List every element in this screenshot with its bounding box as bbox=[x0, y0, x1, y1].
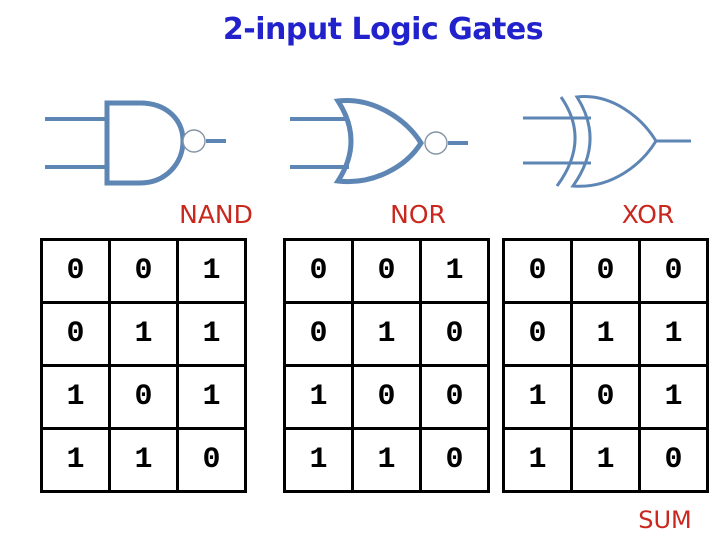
nand-truth-table: 0 0 1 0 1 1 1 0 1 1 1 0 bbox=[40, 238, 247, 493]
table-row: 0 0 0 bbox=[502, 238, 709, 304]
nor-label: NOR bbox=[390, 200, 446, 229]
table-row: 0 1 0 bbox=[283, 301, 490, 367]
truth-table-cell: 0 bbox=[351, 364, 422, 430]
table-row: 0 1 1 bbox=[502, 301, 709, 367]
xor-gate-icon bbox=[523, 95, 691, 188]
truth-table-cell: 1 bbox=[570, 301, 641, 367]
truth-table-cell: 1 bbox=[638, 364, 709, 430]
table-row: 0 0 1 bbox=[283, 238, 490, 304]
truth-table-cell: 0 bbox=[638, 238, 709, 304]
truth-table-cell: 1 bbox=[502, 427, 573, 493]
truth-table-cell: 1 bbox=[40, 427, 111, 493]
nand-gate-icon bbox=[45, 100, 226, 186]
truth-table-cell: 1 bbox=[351, 301, 422, 367]
table-row: 1 1 0 bbox=[283, 427, 490, 493]
truth-table-cell: 0 bbox=[283, 238, 354, 304]
table-row: 1 0 1 bbox=[502, 364, 709, 430]
page-title: 2-input Logic Gates bbox=[222, 12, 544, 47]
truth-table-cell: 0 bbox=[502, 301, 573, 367]
truth-table-cell: 1 bbox=[40, 364, 111, 430]
truth-table-cell: 0 bbox=[351, 238, 422, 304]
truth-table-cell: 0 bbox=[502, 238, 573, 304]
truth-table-cell: 0 bbox=[570, 364, 641, 430]
truth-table-cell: 1 bbox=[283, 427, 354, 493]
truth-table-cell: 0 bbox=[40, 238, 111, 304]
truth-table-cell: 1 bbox=[176, 301, 247, 367]
truth-table-cell: 1 bbox=[108, 301, 179, 367]
truth-table-cell: 0 bbox=[570, 238, 641, 304]
table-row: 0 0 1 bbox=[40, 238, 247, 304]
table-row: 1 0 1 bbox=[40, 364, 247, 430]
truth-table-cell: 1 bbox=[283, 364, 354, 430]
truth-table-cell: 1 bbox=[419, 238, 490, 304]
xor-truth-table: 0 0 0 0 1 1 1 0 1 1 1 0 bbox=[502, 238, 709, 493]
truth-table-cell: 1 bbox=[351, 427, 422, 493]
truth-table-cell: 0 bbox=[638, 427, 709, 493]
sum-label: SUM bbox=[638, 506, 692, 534]
table-row: 1 1 0 bbox=[502, 427, 709, 493]
truth-table-cell: 1 bbox=[176, 238, 247, 304]
nand-label: NAND bbox=[179, 200, 253, 229]
truth-table-cell: 1 bbox=[638, 301, 709, 367]
truth-table-cell: 1 bbox=[502, 364, 573, 430]
truth-table-cell: 0 bbox=[108, 364, 179, 430]
truth-table-cell: 0 bbox=[40, 301, 111, 367]
table-row: 1 1 0 bbox=[40, 427, 247, 493]
truth-table-cell: 1 bbox=[176, 364, 247, 430]
truth-table-cell: 0 bbox=[419, 301, 490, 367]
truth-table-cell: 1 bbox=[570, 427, 641, 493]
truth-table-cell: 1 bbox=[108, 427, 179, 493]
nor-truth-table: 0 0 1 0 1 0 1 0 0 1 1 0 bbox=[283, 238, 490, 493]
nor-gate-icon bbox=[290, 98, 468, 185]
xor-label: XOR bbox=[621, 200, 675, 229]
truth-table-cell: 0 bbox=[283, 301, 354, 367]
truth-table-cell: 0 bbox=[176, 427, 247, 493]
table-row: 1 0 0 bbox=[283, 364, 490, 430]
table-row: 0 1 1 bbox=[40, 301, 247, 367]
truth-table-cell: 0 bbox=[419, 364, 490, 430]
truth-table-cell: 0 bbox=[419, 427, 490, 493]
truth-table-cell: 0 bbox=[108, 238, 179, 304]
